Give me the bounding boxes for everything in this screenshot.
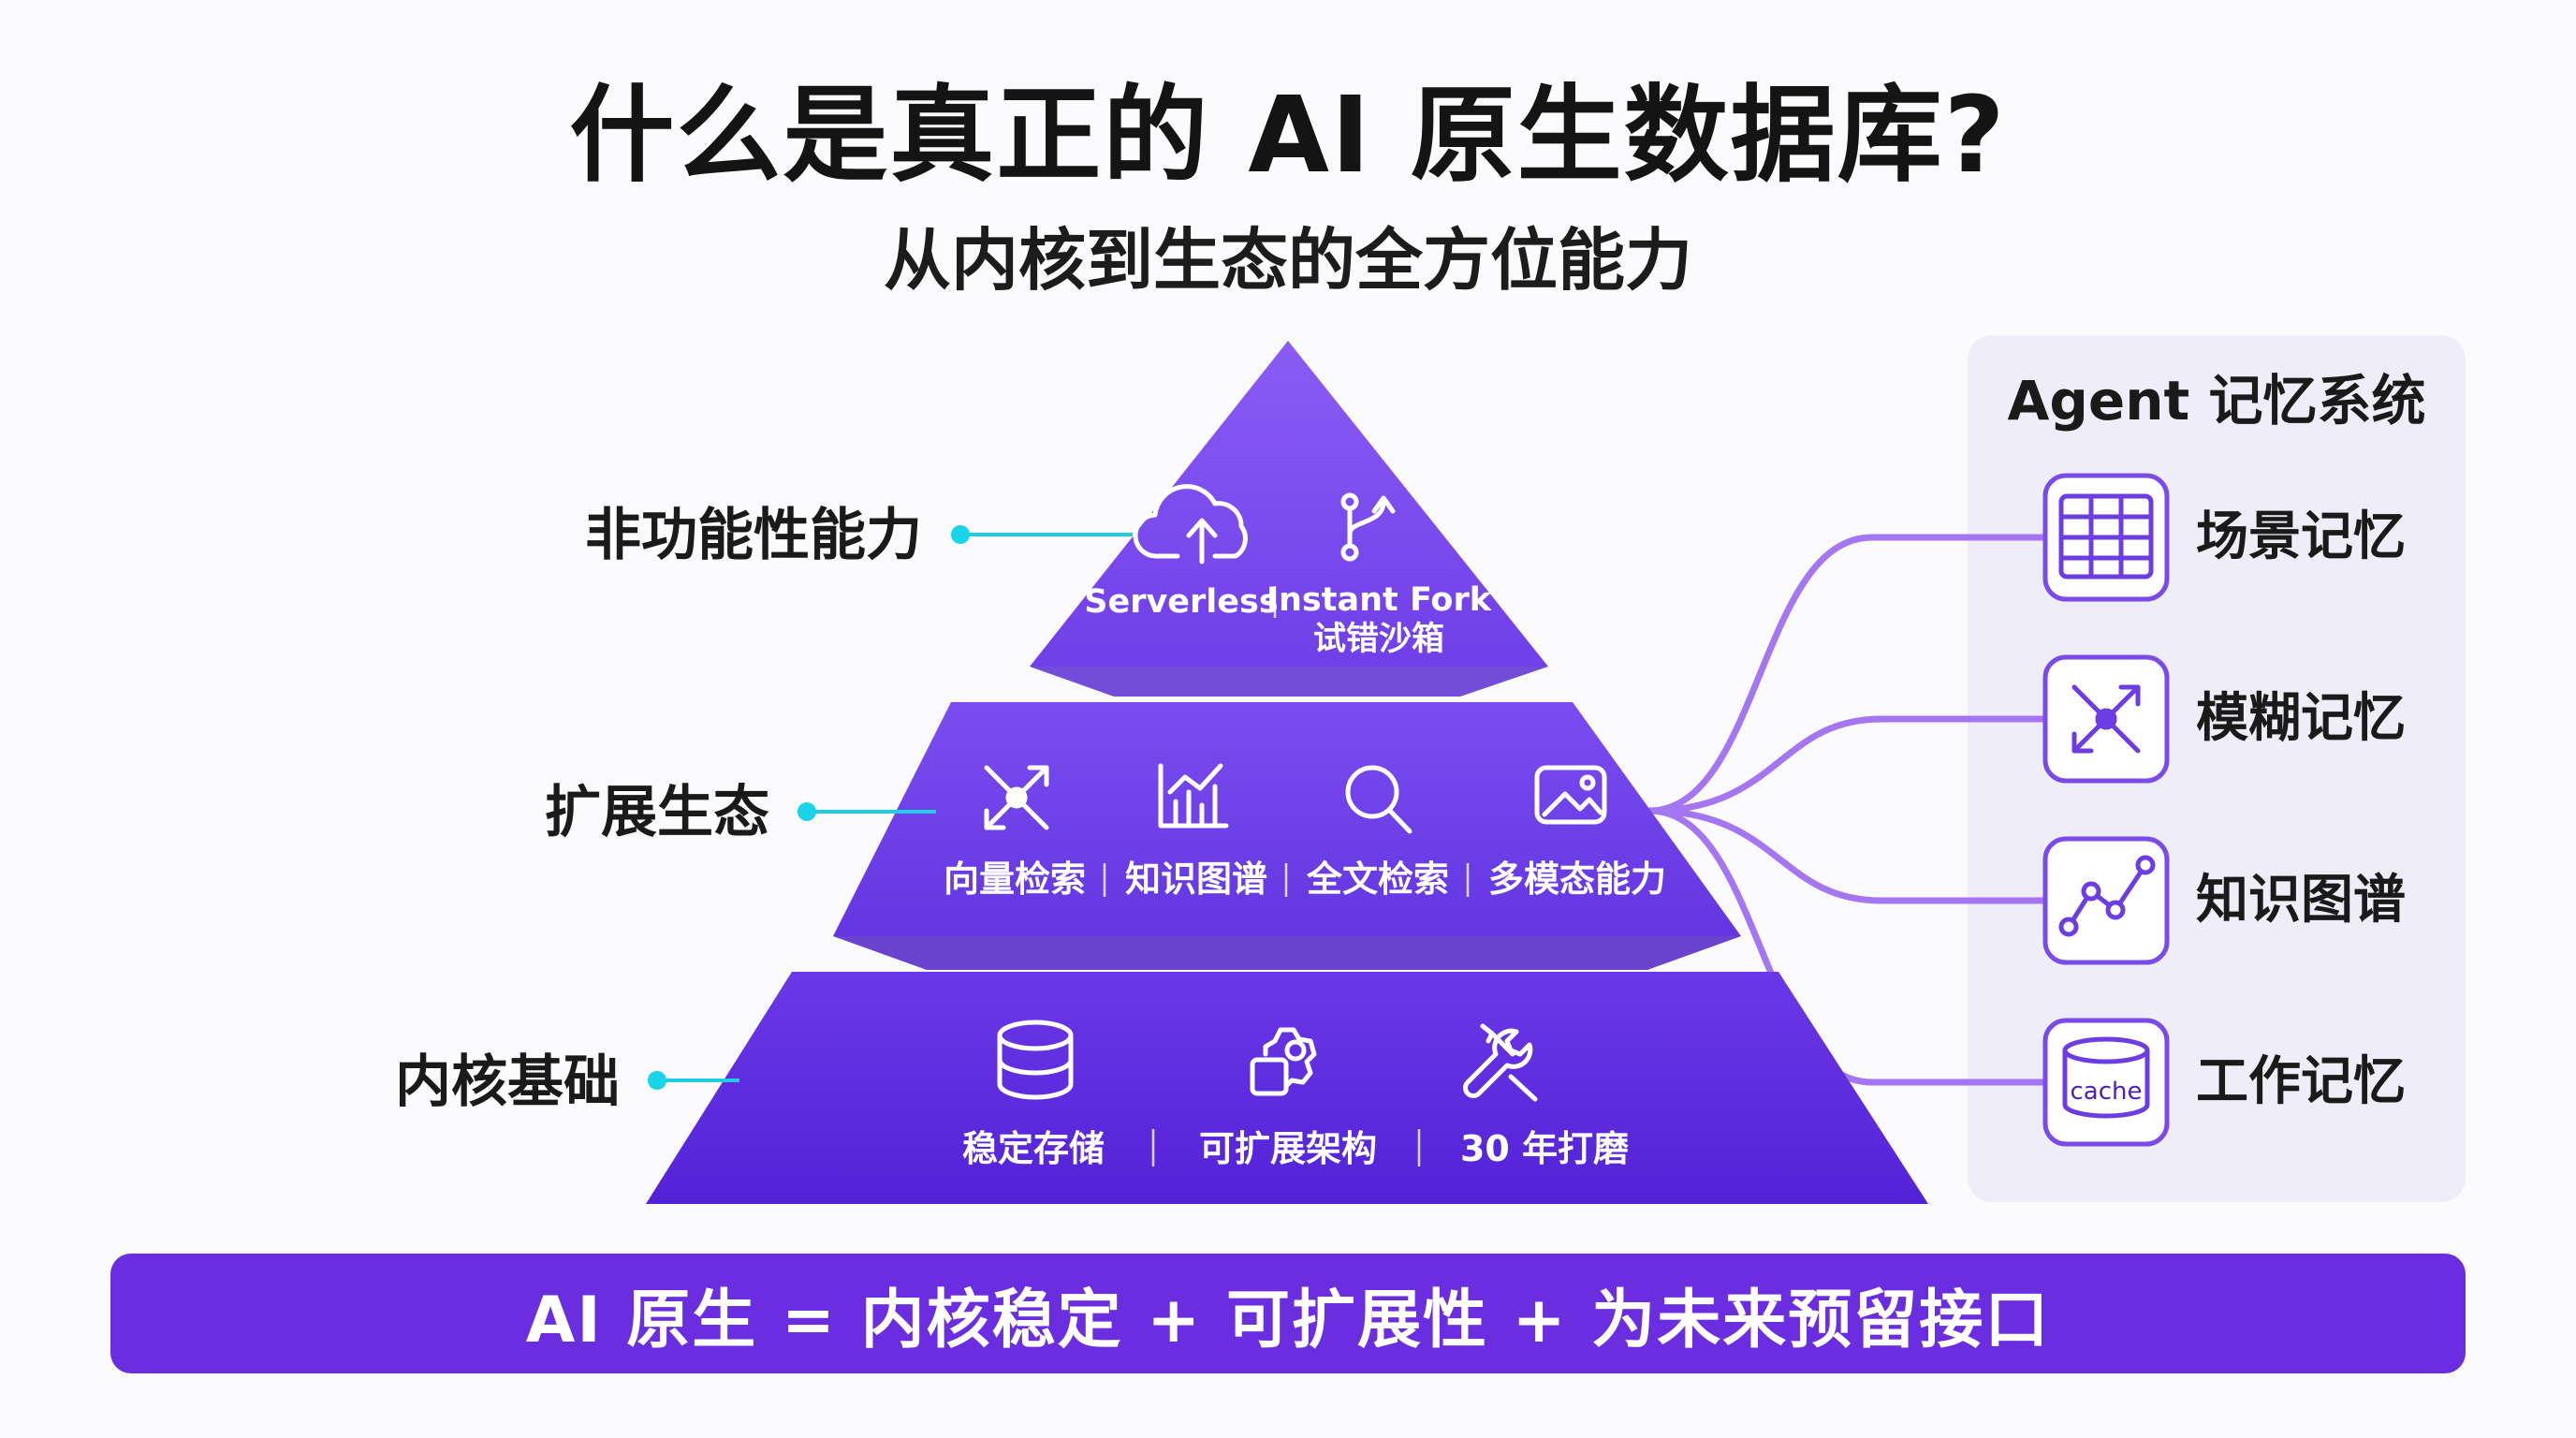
image-icon — [1534, 765, 1607, 825]
memory-label-working: 工作记忆 — [2196, 1051, 2406, 1112]
side-label-bottom-group: 内核基础 — [395, 1049, 739, 1115]
pyramid-middle-tier — [833, 702, 1741, 936]
tier-item-serverless: Serverless — [1084, 583, 1278, 621]
summary-text: AI 原生 = 内核稳定 + 可扩展性 + 为未来预留接口 — [525, 1283, 2051, 1357]
summary-bar: AI 原生 = 内核稳定 + 可扩展性 + 为未来预留接口 — [110, 1254, 2466, 1373]
vector-arrows-icon — [984, 765, 1049, 830]
side-label-top: 非功能性能力 — [585, 503, 922, 568]
pyramid-top-tier — [1030, 341, 1548, 667]
page-subtitle: 从内核到生态的全方位能力 — [883, 221, 1692, 300]
cache-icon-text: cache — [2071, 1078, 2143, 1106]
memory-item-scene: 场景记忆 — [2042, 473, 2406, 602]
connector-scene — [1648, 534, 2045, 814]
side-label-bottom: 内核基础 — [395, 1049, 620, 1115]
gear-box-icon — [1250, 1027, 1317, 1096]
database-icon — [997, 1020, 1074, 1100]
tier-item-knowledge-graph: 知识图谱 — [1125, 858, 1267, 900]
memory-label-graph: 知识图谱 — [2196, 870, 2406, 931]
agent-panel-title: Agent 记忆系统 — [2008, 369, 2426, 433]
leader-dot-top — [951, 525, 970, 544]
memory-label-scene: 场景记忆 — [2196, 506, 2406, 567]
search-icon — [1345, 765, 1412, 834]
tier-item-vector-search: 向量检索 — [944, 858, 1086, 900]
tier-item-multimodal: 多模态能力 — [1488, 858, 1666, 900]
cloud-upload-icon — [1133, 484, 1248, 565]
bar-chart-icon — [1158, 763, 1229, 829]
leader-dot-middle — [798, 802, 816, 821]
memory-item-fuzzy: 模糊记忆 — [2042, 654, 2406, 784]
vector-arrows-icon — [2071, 684, 2141, 754]
page-title: 什么是真正的 AI 原生数据库? — [569, 75, 2007, 197]
tier-item-scalable-arch: 可扩展架构 — [1199, 1128, 1377, 1169]
tier-item-stable-storage: 稳定存储 — [962, 1128, 1105, 1169]
line-graph-icon — [2058, 855, 2156, 937]
pyramid-top-shadow — [1030, 667, 1548, 697]
side-label-middle-group: 扩展生态 — [545, 780, 936, 845]
tier-item-instant-fork: Instant Fork — [1266, 581, 1492, 619]
table-icon — [2058, 493, 2154, 580]
memory-label-fuzzy: 模糊记忆 — [2196, 688, 2406, 749]
connector-graph — [1648, 807, 2045, 904]
leader-dot-bottom — [648, 1071, 666, 1090]
git-fork-icon — [1340, 492, 1396, 562]
memory-item-working: cache 工作记忆 — [2042, 1018, 2406, 1147]
tier-item-30-years: 30 年打磨 — [1460, 1128, 1629, 1169]
side-label-middle: 扩展生态 — [545, 780, 769, 845]
cache-icon: cache — [2062, 1036, 2150, 1119]
tier-item-instant-fork-sub: 试错沙箱 — [1313, 621, 1444, 658]
connector-fuzzy — [1648, 715, 2045, 814]
wrench-screwdriver-icon — [1463, 1023, 1538, 1102]
side-label-top-group: 非功能性能力 — [585, 503, 1133, 568]
tier-item-fulltext-search: 全文检索 — [1306, 858, 1449, 900]
memory-item-graph: 知识图谱 — [2042, 836, 2406, 965]
pyramid-middle-shadow — [833, 936, 1741, 970]
